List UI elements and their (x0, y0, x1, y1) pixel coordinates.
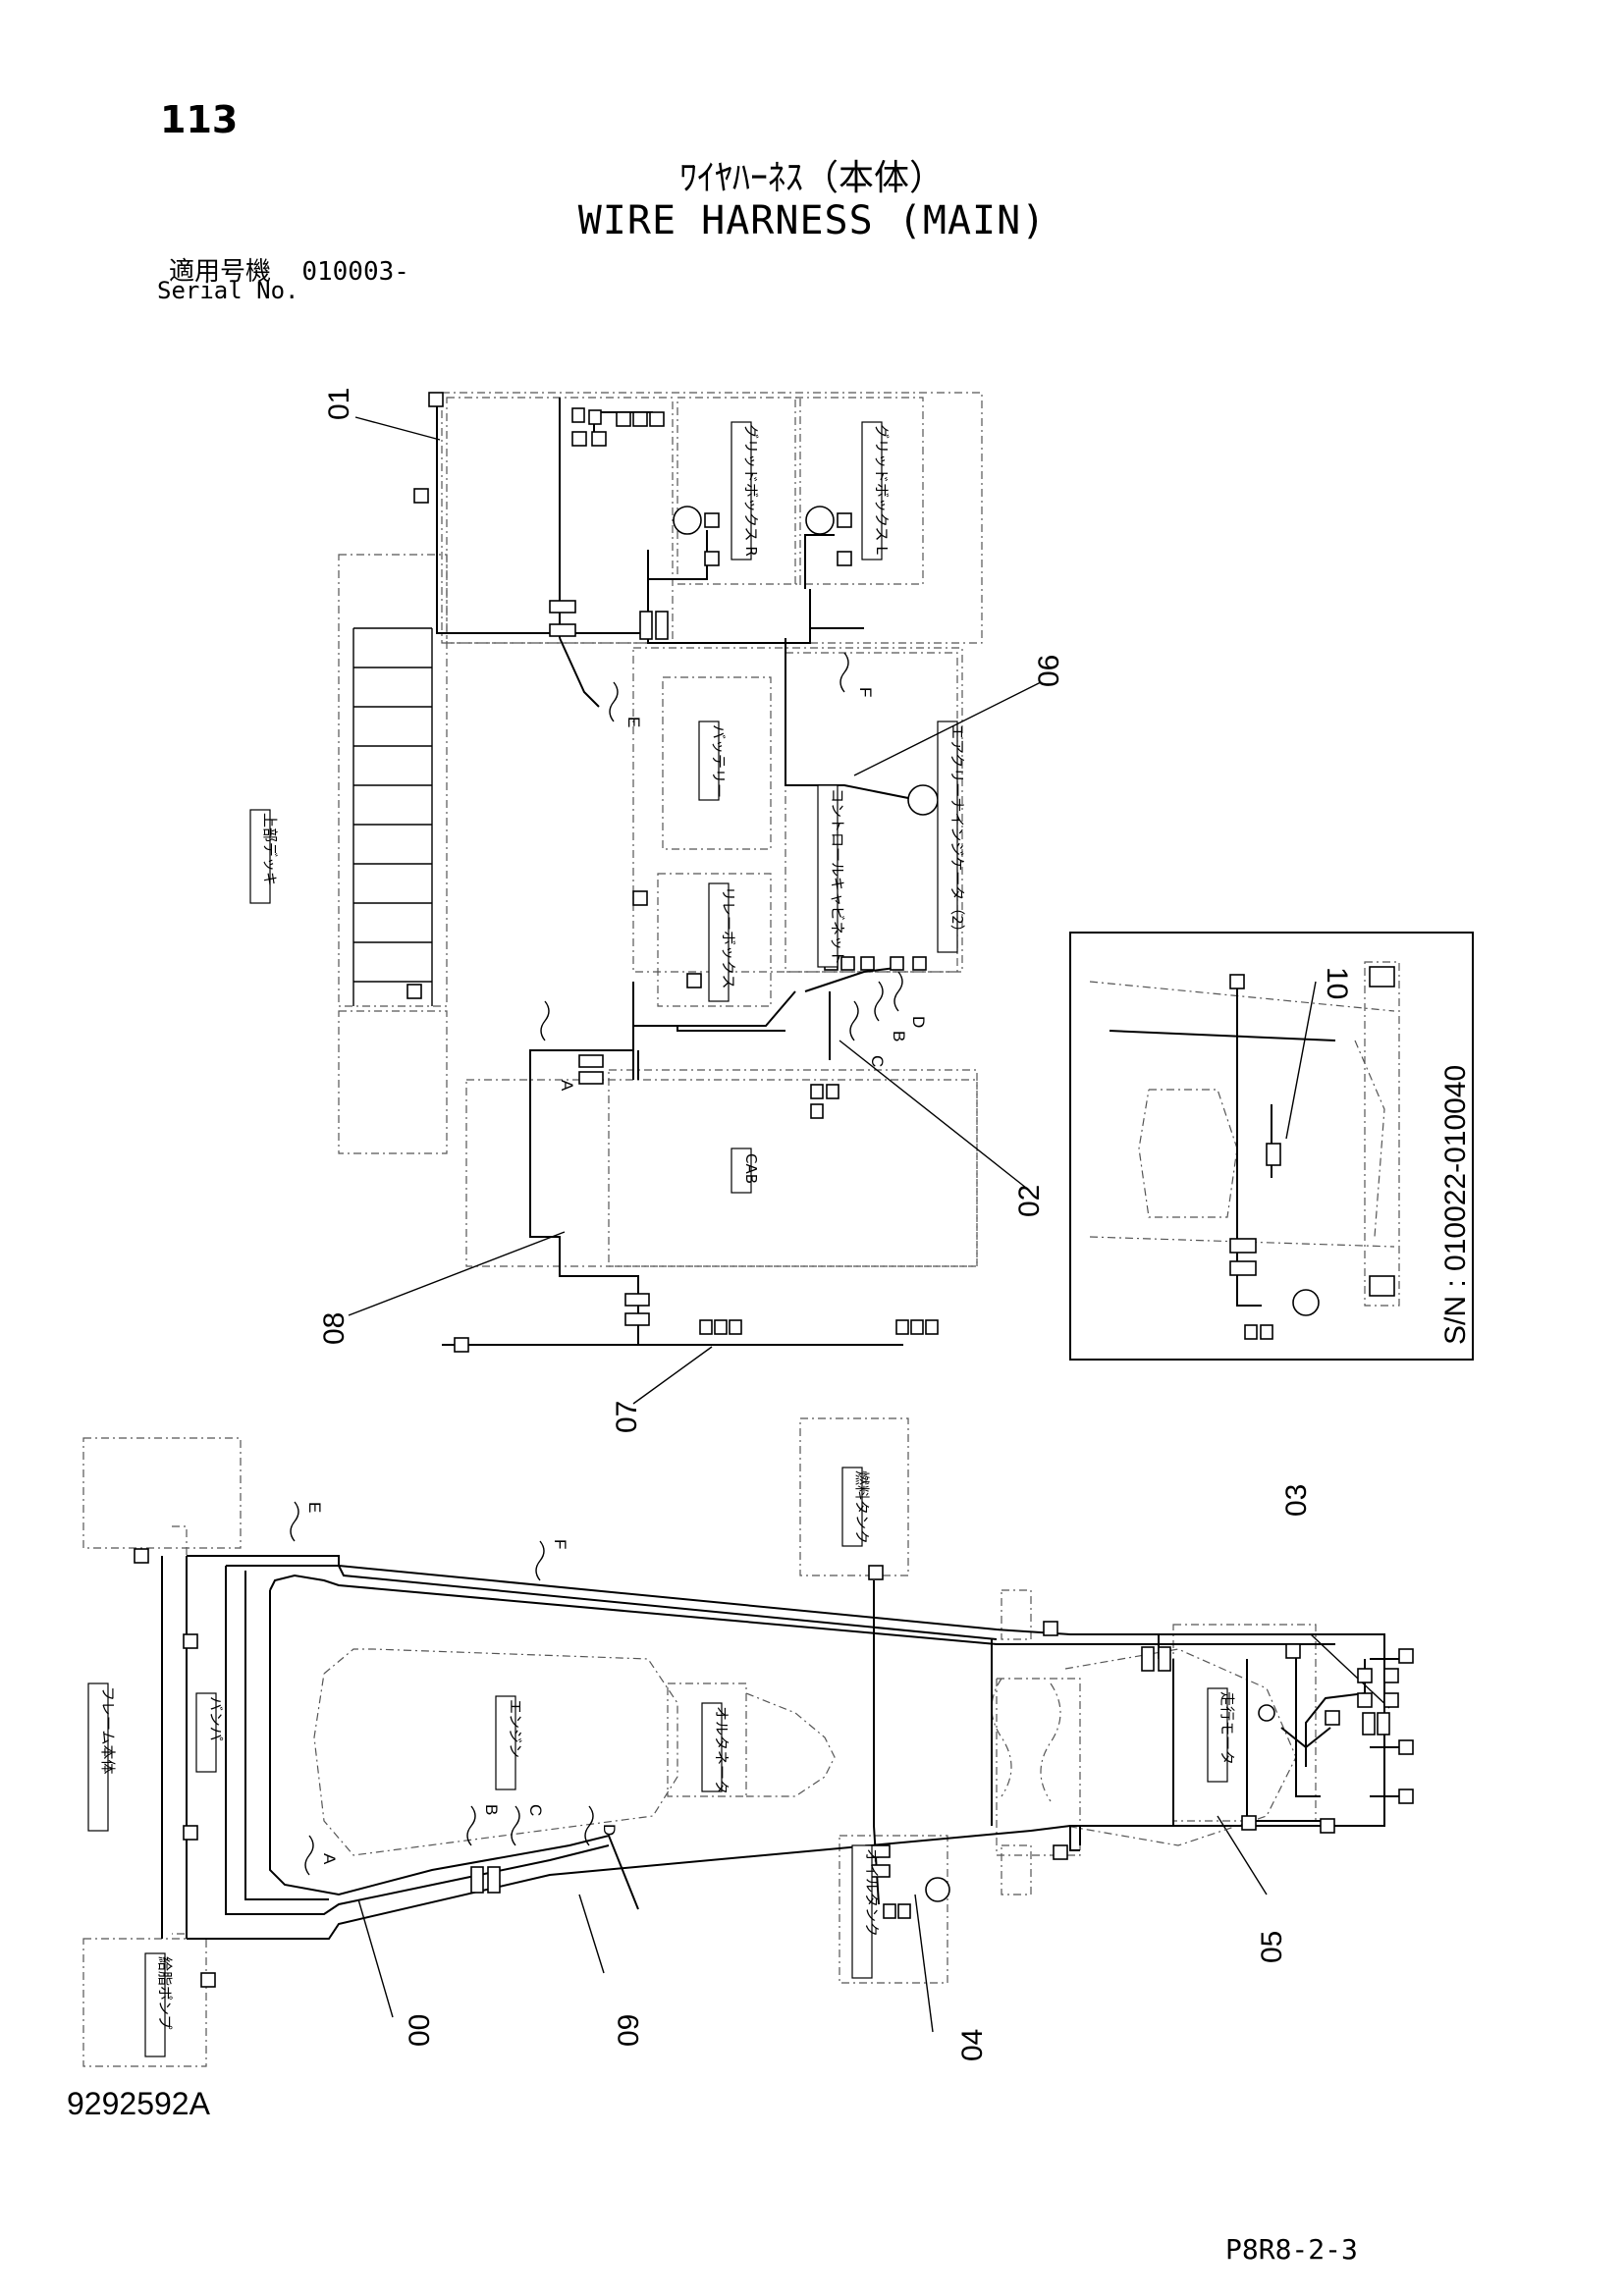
travel-motor-label: 走行モータ (1218, 1691, 1236, 1765)
inset-view: 10 S/N : 010022-010040 (1069, 932, 1474, 1361)
callout-10: 10 (1321, 967, 1353, 999)
lower-frame-view: 燃料タンク エンジン オルタネータ 走行モータ フレーム本体 バンパ 給脂ポンプ… (82, 1417, 1414, 2067)
inset-serial-range: S/N : 010022-010040 (1439, 1065, 1472, 1345)
tag-B-upper: B (890, 1031, 908, 1041)
tag-C-upper: C (868, 1055, 887, 1067)
frame-body-label: フレーム本体 (99, 1686, 117, 1775)
engine-label: エンジン (507, 1699, 524, 1758)
upper-deck-outline (338, 554, 448, 1007)
grid-box-l (794, 397, 924, 585)
title-japanese: ﾜｲﾔﾊｰﾈｽ（本体） (678, 158, 945, 198)
callout-08: 08 (318, 1312, 351, 1345)
upper-connector-tags: A C B D E F (540, 652, 928, 1092)
cab-outline (608, 1069, 978, 1267)
battery-box (662, 676, 772, 850)
grease-pump-label: 給脂ポンプ (156, 1956, 174, 2030)
upper-harness-lines (436, 398, 944, 1346)
bumper-label: バンパ (207, 1696, 225, 1741)
tag-E-lower: E (305, 1502, 324, 1513)
callout-05: 05 (1256, 1931, 1288, 1963)
grid-box-r-label: グリッドボックス R (742, 424, 760, 557)
oil-tank-label: オイルタンク (863, 1848, 881, 1937)
inset-border (1069, 932, 1474, 1361)
battery-area-outline (632, 647, 963, 973)
battery-label: バッテリー (710, 724, 728, 798)
upper-deck-label: 上部デッキ (261, 813, 279, 886)
tag-E-upper: E (624, 717, 643, 727)
upper-deck-steps (352, 627, 433, 1006)
upper-deck-lower-outline (338, 1010, 448, 1154)
document-number: 9292592A (67, 2086, 210, 2121)
tag-A-upper: A (558, 1080, 576, 1092)
callout-03: 03 (1280, 1484, 1313, 1517)
tag-C-lower: C (526, 1804, 545, 1816)
upper-structure-view: グリッドボックス R グリッドボックス L バッテリー リレーボックス コントロ… (249, 392, 983, 1353)
tag-D-upper: D (909, 1016, 928, 1028)
relay-box (657, 873, 772, 1007)
callout-leaders (348, 416, 1390, 2033)
callout-00: 00 (404, 2014, 436, 2047)
cab-outline-outer (465, 1079, 978, 1267)
relay-box-label: リレーボックス (720, 886, 737, 989)
control-cabinet-label: コントロールキャビネット (829, 788, 846, 965)
serial-label-en: Serial No. (157, 277, 299, 304)
callout-02: 02 (1013, 1185, 1046, 1217)
callout-07: 07 (611, 1401, 643, 1433)
upper-component-labels: グリッドボックス R グリッドボックス L バッテリー リレーボックス コントロ… (249, 421, 966, 1194)
title-english: WIRE HARNESS (MAIN) (577, 198, 1047, 243)
page-reference: P8R8-2-3 (1225, 2233, 1358, 2266)
air-cleaner-indicator-label: エアクリーナインジケータ（2） (948, 724, 966, 939)
callout-09: 09 (613, 2014, 645, 2047)
callout-01: 01 (323, 388, 355, 420)
callout-04: 04 (956, 2029, 989, 2061)
alternator-label: オルタネータ (713, 1706, 731, 1794)
serial-applicable: 適用号機 010003- (169, 251, 409, 288)
tag-F-lower: F (551, 1539, 569, 1549)
callout-numbers: 01 06 02 08 07 03 05 00 09 04 (318, 388, 1313, 2061)
tag-B-lower: B (482, 1804, 501, 1815)
serial-label-jp: 適用号機 (169, 257, 272, 287)
serial-value: 010003- (301, 257, 409, 287)
cab-label: CAB (742, 1153, 760, 1184)
grid-box-l-label: グリッドボックス L (873, 424, 891, 555)
tag-F-upper: F (856, 687, 875, 697)
tag-A-lower: A (320, 1853, 339, 1865)
callout-06: 06 (1033, 655, 1065, 687)
tag-D-lower: D (600, 1824, 619, 1836)
fuel-tank-label: 燃料タンク (853, 1470, 871, 1544)
page-number: 113 (160, 98, 239, 141)
grid-box-r (677, 397, 801, 585)
